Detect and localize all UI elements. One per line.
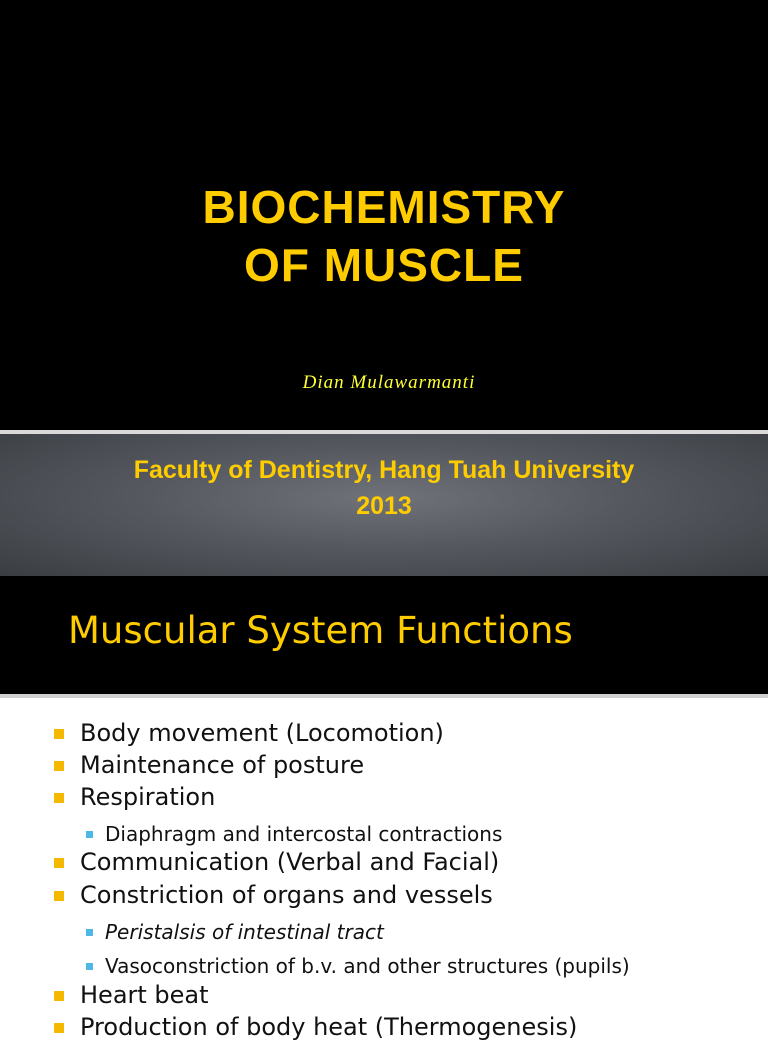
institution-name: Faculty of Dentistry, Hang Tuah Universi… [133,456,635,484]
list-item-text: Maintenance of posture [80,751,365,779]
square-bullet-icon [86,831,93,838]
functions-slide-header: Muscular System Functions [0,576,768,694]
square-bullet-icon [54,729,64,739]
institution-year: 2013 [356,492,412,520]
square-bullet-icon [54,761,64,771]
list-item-text: Production of body heat (Thermogenesis) [80,1013,578,1041]
list-item-text: Constriction of organs and vessels [80,881,493,909]
title-line-1: BIOCHEMISTRY [202,181,566,233]
institution-text: Faculty of Dentistry, Hang Tuah Universi… [0,452,768,524]
list-subitem-text: Peristalsis of intestinal tract [105,920,384,944]
institution-banner: Faculty of Dentistry, Hang Tuah Universi… [0,434,768,576]
square-bullet-icon [54,858,64,868]
list-item-text: Respiration [80,783,216,811]
square-bullet-icon [54,991,64,1001]
square-bullet-icon [54,793,64,803]
author-name: Dian Mulawarmanti [302,372,476,393]
slide-divider [0,694,768,698]
title-line-2: OF MUSCLE [244,239,524,291]
slide-divider [0,430,768,434]
functions-slide-title: Muscular System Functions [68,609,573,652]
list-subitem-text: Diaphragm and intercostal contractions [105,822,503,846]
list-subitem-text: Vasoconstriction of b.v. and other struc… [105,954,630,978]
list-item-text: Communication (Verbal and Facial) [80,848,500,876]
square-bullet-icon [86,963,93,970]
list-item-text: Heart beat [80,981,209,1009]
square-bullet-icon [86,929,93,936]
list-item-text: Body movement (Locomotion) [80,719,444,747]
slide-title: BIOCHEMISTRY OF MUSCLE [0,178,768,294]
square-bullet-icon [54,891,64,901]
square-bullet-icon [54,1023,64,1033]
title-slide: BIOCHEMISTRY OF MUSCLE Dian Mulawarmanti [0,0,768,432]
